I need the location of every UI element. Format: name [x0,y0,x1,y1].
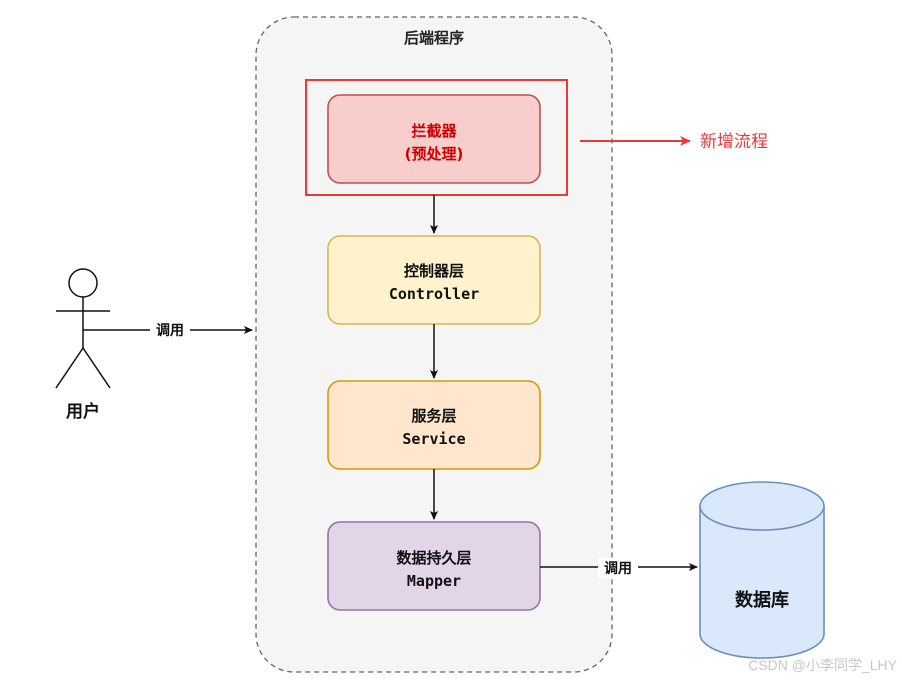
mapper-subtitle: Mapper [407,572,461,590]
interceptor-title: 拦截器 [411,122,457,140]
interceptor-highlight-frame [305,79,568,196]
controller-subtitle: Controller [389,285,479,303]
mapper-box: 数据持久层 Mapper [327,521,541,611]
interceptor-subtitle: (预处理) [405,145,464,163]
controller-box: 控制器层 Controller [327,235,541,325]
service-subtitle: Service [402,430,465,448]
controller-title: 控制器层 [404,262,464,280]
db-call-label: 调用 [604,561,632,577]
service-title: 服务层 [411,407,456,425]
container-title: 后端程序 [404,29,464,47]
watermark-text: CSDN @小李同学_LHY [748,657,897,673]
interceptor-box: 拦截器 (预处理) [327,94,541,184]
db-call-label-bg [598,558,638,578]
mapper-title: 数据持久层 [396,549,471,567]
service-box: 服务层 Service [327,380,541,470]
database-label: 数据库 [735,589,789,611]
database-cylinder-icon [699,481,825,659]
user-call-label: 调用 [156,323,184,339]
user-label: 用户 [66,401,100,422]
user-actor-icon [55,268,111,389]
user-call-label-bg [150,320,190,340]
new-flow-label: 新增流程 [700,132,768,152]
